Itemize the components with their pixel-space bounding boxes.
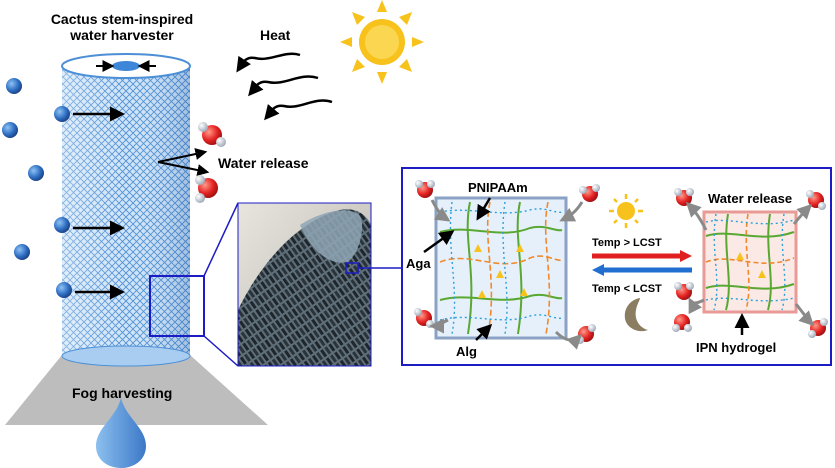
water-release-panel-label: Water release	[708, 191, 792, 206]
heat-waves	[236, 52, 333, 121]
label-pointers	[423, 197, 750, 341]
transition-arrows	[592, 250, 692, 276]
water-drop-icon	[96, 398, 146, 468]
mesh-photo	[237, 202, 372, 367]
water-molecule-top	[198, 122, 226, 147]
gray-curved-arrows	[429, 199, 815, 350]
water-molecule-bottom	[195, 175, 218, 203]
moon-icon	[624, 298, 648, 332]
network-shrunk	[702, 210, 798, 314]
water-release-label: Water release	[218, 155, 309, 171]
sun-icon	[340, 0, 424, 84]
heat-label: Heat	[260, 27, 291, 43]
aga-label: Aga	[406, 256, 431, 271]
fog-droplets	[2, 78, 125, 300]
title-line-2: water harvester	[69, 27, 174, 43]
zoom-box-small	[149, 275, 205, 337]
fog-harvesting-label: Fog harvesting	[72, 385, 172, 401]
ground-shadow	[5, 355, 268, 425]
title-line-1: Cactus stem-inspired	[51, 11, 193, 27]
pnipaam-label: PNIPAAm	[468, 180, 528, 195]
temp-low-label: Temp < LCST	[592, 283, 662, 295]
alg-label: Alg	[456, 344, 477, 359]
network-swollen	[434, 196, 568, 340]
ipn-hydrogel-label: IPN hydrogel	[696, 340, 776, 355]
water-release-arrows	[157, 148, 210, 176]
temp-high-label: Temp > LCST	[592, 237, 662, 249]
sun-small-icon	[609, 194, 643, 228]
cactus-cylinder	[61, 53, 191, 367]
